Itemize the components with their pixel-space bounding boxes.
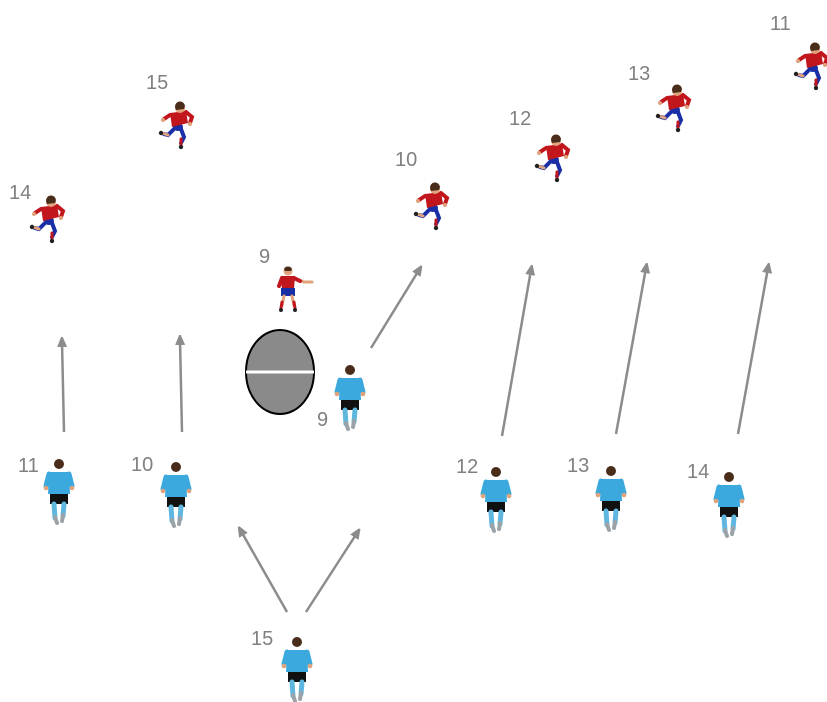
- blue-defender-icon: [282, 637, 313, 701]
- attacking-team: 14 15 9 10 12 13 11: [9, 13, 827, 312]
- attacker-14: 14: [9, 182, 63, 243]
- defender-number: 15: [251, 628, 273, 650]
- defender-number: 14: [687, 461, 709, 483]
- attacker-number: 14: [9, 182, 31, 204]
- arrow-fullback-left: [241, 531, 287, 612]
- blue-defender-icon: [481, 467, 512, 531]
- defender-14: 14: [687, 461, 744, 536]
- attacker-number: 12: [509, 108, 531, 130]
- red-attacker-icon: [30, 195, 63, 243]
- arrow-defender-11: [62, 342, 64, 432]
- blue-defender-icon: [596, 466, 627, 530]
- arrow-fullback-right: [306, 533, 357, 612]
- red-attacker-icon: [656, 84, 689, 132]
- attacker-number: 11: [770, 13, 791, 35]
- blue-defender-icon: [714, 472, 745, 536]
- defender-10: 10: [131, 454, 191, 526]
- blue-defender-icon: [161, 462, 192, 526]
- arrow-defender-10: [180, 340, 182, 432]
- arrow-defender-12: [502, 270, 531, 436]
- movement-arrows: [62, 268, 768, 612]
- attacker-15: 15: [146, 72, 192, 149]
- arrow-defender-14: [738, 268, 768, 434]
- defender-number: 9: [317, 409, 328, 431]
- red-attacker-icon: [159, 101, 192, 149]
- attacker-number: 13: [628, 63, 650, 85]
- attacker-10: 10: [395, 149, 447, 230]
- defender-9: 9: [317, 365, 365, 431]
- defender-12: 12: [456, 456, 511, 531]
- defender-number: 11: [18, 455, 39, 477]
- attacker-number: 9: [259, 246, 270, 268]
- defender-11: 11: [18, 455, 74, 523]
- attacker-13: 13: [628, 63, 689, 132]
- red-attacker-icon: [414, 182, 447, 230]
- attacker-number: 15: [146, 72, 168, 94]
- red-scrumhalf-icon: [279, 267, 312, 313]
- red-attacker-icon: [794, 42, 827, 90]
- attacker-11: 11: [770, 13, 827, 90]
- ruck-ball-icon: [246, 330, 314, 414]
- attacker-9: 9: [259, 246, 312, 312]
- defender-number: 13: [567, 455, 589, 477]
- blue-defender-icon: [335, 365, 366, 429]
- blue-defender-icon: [44, 459, 75, 523]
- defender-13: 13: [567, 455, 626, 530]
- arrow-defender-9: [371, 270, 419, 348]
- defender-15: 15: [251, 628, 312, 701]
- red-attacker-icon: [535, 134, 568, 182]
- attacker-12: 12: [509, 108, 568, 182]
- defender-number: 12: [456, 456, 478, 478]
- arrow-defender-13: [616, 268, 646, 434]
- defender-number: 10: [131, 454, 153, 476]
- attacker-number: 10: [395, 149, 417, 171]
- defending-team: 9 11 10 12 13 14 15: [18, 365, 744, 701]
